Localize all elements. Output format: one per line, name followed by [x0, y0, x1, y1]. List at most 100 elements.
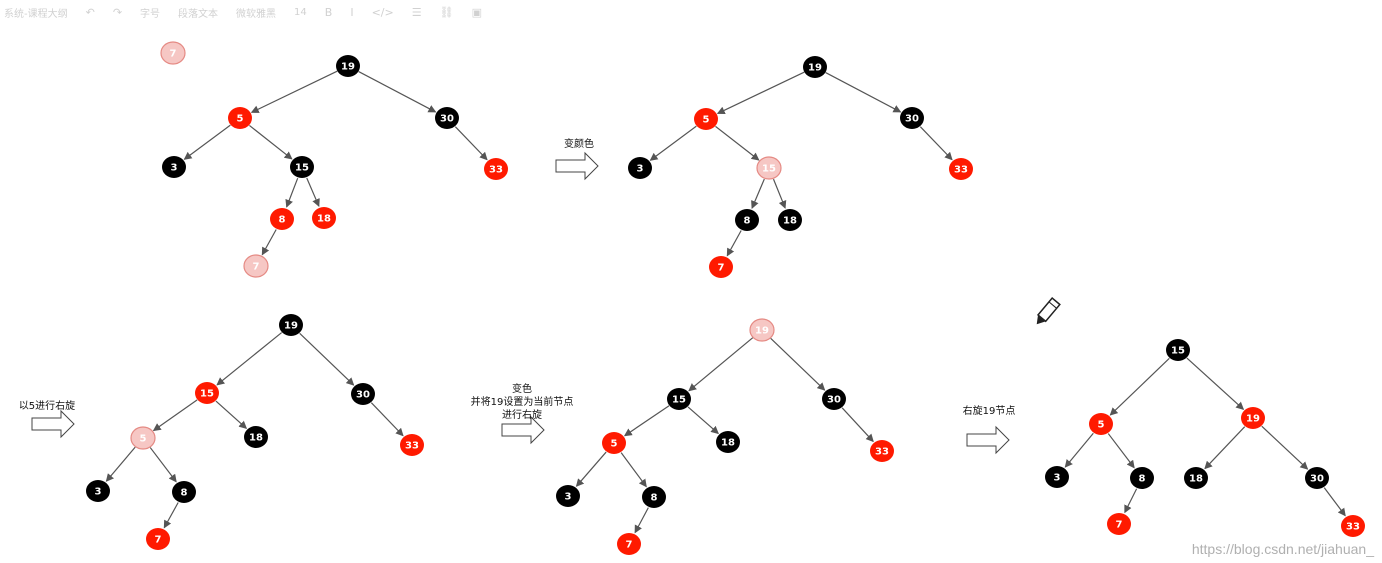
tree-node-label: 33 [954, 165, 968, 176]
tree-node-19: 19 [1241, 407, 1265, 429]
edge-n8-n7 [726, 230, 742, 257]
tree-node-30: 30 [351, 383, 375, 405]
tree-node-15: 15 [1166, 339, 1190, 361]
code-icon[interactable]: </> [371, 5, 394, 19]
tree-node-label: 3 [95, 487, 102, 498]
tree-node-19: 19 [749, 318, 775, 342]
edge-n15-n19 [1186, 357, 1245, 410]
tree-node-30: 30 [822, 388, 846, 410]
edge-n5-n8 [149, 447, 177, 483]
edge-n19-n5 [250, 70, 338, 113]
edge-n5-n8 [1107, 433, 1135, 469]
link-icon[interactable]: ⛓ [439, 5, 454, 19]
edge-n8-n7 [1124, 488, 1138, 514]
redo-icon[interactable]: ↷ [112, 5, 123, 19]
tree-node-label: 30 [905, 114, 919, 125]
tree-node-15: 15 [756, 156, 782, 180]
tree-node-label: 8 [181, 488, 188, 499]
edge-n30-n33 [919, 126, 953, 161]
tree-node-33: 33 [1341, 515, 1365, 537]
tree-node-5: 5 [130, 426, 156, 450]
edge-n19-n30 [770, 337, 826, 391]
edge-n19-n15 [216, 332, 283, 386]
tree-node-15: 15 [195, 382, 219, 404]
edge-n5-n15 [249, 124, 293, 160]
image-icon[interactable]: ▣ [471, 5, 482, 19]
tree-node-15: 15 [667, 388, 691, 410]
tree-node-label: 3 [1054, 473, 1061, 484]
bold-icon[interactable]: B [324, 5, 333, 19]
tree-node-label: 19 [755, 326, 769, 337]
tree-node-label: 19 [808, 63, 822, 74]
step-label-3-line-1: 变色 [512, 384, 532, 395]
tree-node-5: 5 [228, 107, 252, 129]
tree-node-label: 30 [827, 395, 841, 406]
tree-node-3: 3 [556, 485, 580, 507]
italic-icon[interactable]: I [350, 5, 354, 19]
toolbar-item-3[interactable]: 14 [294, 6, 307, 18]
toolbar-item-2[interactable]: 微软雅黑 [236, 8, 277, 20]
tree-node-7: 7 [709, 256, 733, 278]
edge-n5-n8 [620, 452, 647, 488]
tree-node-label: 30 [440, 114, 454, 125]
tree-node-label: 30 [356, 390, 370, 401]
pencil-cursor-icon [1036, 297, 1061, 325]
tree-node-18: 18 [244, 426, 268, 448]
edge-n15-n18 [215, 400, 248, 429]
edge-n8-n7 [261, 229, 277, 256]
tree-node-label: 15 [200, 389, 214, 400]
tree-node-7: 7 [243, 254, 269, 278]
tree-node-19: 19 [336, 55, 360, 77]
tree-node-18: 18 [778, 209, 802, 231]
tree-node-label: 30 [1310, 474, 1324, 485]
edge-n8-n7 [163, 502, 179, 529]
tree-node-3: 3 [628, 157, 652, 179]
toolbar-item-1[interactable]: 段落文本 [178, 8, 219, 20]
edge-n5-n3 [575, 451, 607, 487]
tree-node-18: 18 [1184, 467, 1208, 489]
tree-node-label: 15 [1171, 346, 1185, 357]
tree-node-label: 18 [783, 216, 797, 227]
edge-n19-n30 [358, 71, 437, 113]
tree-node-label: 8 [744, 216, 751, 227]
tree-node-label: 18 [249, 433, 263, 444]
tree-node-7: 7 [1107, 513, 1131, 535]
tree-node-label: 7 [626, 540, 633, 551]
tree-node-33: 33 [949, 158, 973, 180]
tree-node-label: 3 [637, 164, 644, 175]
tree-node-33: 33 [484, 158, 508, 180]
tree-node-label: 8 [651, 493, 658, 504]
tree-node-8: 8 [172, 481, 196, 503]
undo-icon[interactable]: ↶ [85, 5, 95, 19]
edge-n5-n3 [183, 124, 231, 160]
tree-node-8: 8 [270, 208, 294, 230]
edge-n19-n18 [1204, 426, 1246, 470]
tree-node-label: 33 [875, 447, 889, 458]
step-label-1: 变颜色 [564, 139, 594, 150]
tree-node-label: 7 [253, 262, 260, 273]
tree-node-33: 33 [870, 440, 894, 462]
edge-n15-n5 [1109, 357, 1170, 416]
edge-n30-n33 [841, 407, 874, 443]
edge-n15-n5 [623, 405, 670, 437]
step-label-3-line-2: 并将19设置为当前节点 [470, 397, 574, 408]
edge-n19-n15 [688, 337, 754, 392]
tree-node-label: 18 [721, 438, 735, 449]
edge-n15-n5 [152, 399, 198, 432]
tree-node-label: 33 [405, 441, 419, 452]
tree-node-33: 33 [400, 434, 424, 456]
edge-n19-n5 [716, 71, 805, 114]
toolbar-item-0[interactable]: 字号 [140, 8, 161, 20]
tree-node-label: 7 [155, 535, 162, 546]
step-label-4: 右旋19节点 [962, 406, 1016, 417]
tree-node-30: 30 [900, 107, 924, 129]
tree-node-3: 3 [86, 480, 110, 502]
tree-node-label: 7 [1116, 520, 1123, 531]
edge-n5-n15 [715, 125, 760, 161]
list-icon[interactable]: ☰ [411, 5, 422, 19]
editor-toolbar: 系统-课程大纲 ↶ ↷ 字号 段落文本 微软雅黑 14 B I </> ☰ ⛓ … [0, 0, 1382, 24]
